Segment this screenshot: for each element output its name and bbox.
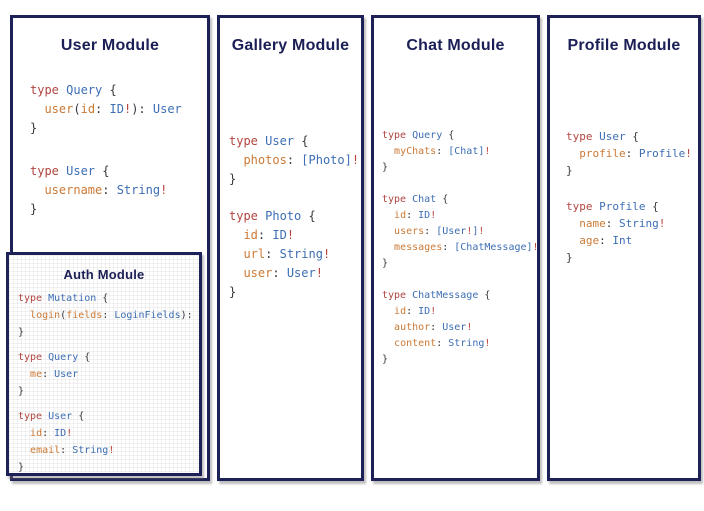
code-line: } (382, 258, 389, 269)
type-definition-block: type Query { user(id: ID!): User} (30, 81, 207, 138)
user-module-code: type Query { user(id: ID!): User}type Us… (30, 81, 207, 219)
type-definition-block: type ChatMessage { id: ID! author: User!… (382, 288, 537, 368)
auth-module-title: Auth Module (63, 267, 145, 282)
code-line: name: String! (579, 217, 666, 230)
code-line: url: String! (243, 247, 331, 261)
code-line: type Chat { (382, 194, 449, 205)
code-line: } (18, 462, 25, 473)
type-definition-block: type User { photos: [Photo]!} (229, 132, 361, 189)
code-line: age: Int (579, 234, 633, 247)
code-line: messages: [ChatMessage]! (394, 242, 539, 253)
chat-module-code: type Query { myChats: [Chat]!}type Chat … (382, 128, 537, 368)
code-line: content: String! (394, 338, 491, 349)
type-definition-block: type Photo { id: ID! url: String! user: … (229, 207, 361, 302)
profile-module-card: Profile Module type User { profile: Prof… (547, 15, 701, 481)
code-line: } (18, 327, 25, 338)
code-line: type Query { (30, 83, 117, 97)
gallery-module-title: Gallery Module (231, 37, 350, 54)
code-line: } (30, 202, 38, 216)
code-line: } (229, 172, 237, 186)
code-line: type Mutation { (18, 293, 109, 304)
code-line: author: User! (394, 322, 473, 333)
code-line: profile: Profile! (579, 147, 692, 160)
code-line: id: ID! (394, 306, 437, 317)
gallery-module-code: type User { photos: [Photo]!}type Photo … (229, 132, 361, 302)
type-definition-block: type Query { me: User} (18, 349, 199, 400)
code-line: type ChatMessage { (382, 290, 491, 301)
code-line: } (30, 121, 38, 135)
profile-module-title: Profile Module (567, 37, 681, 54)
type-definition-block: type User { id: ID! email: String!} (18, 408, 199, 473)
code-line: id: ID! (243, 228, 295, 242)
auth-module-card: Auth Module type Mutation { login(fields… (6, 252, 202, 476)
user-module-title: User Module (60, 37, 160, 54)
type-definition-block: type User { profile: Profile!} (566, 128, 698, 179)
code-line: type Photo { (229, 209, 316, 223)
type-definition-block: type User { username: String!} (30, 162, 207, 219)
code-line: users: [User!]! (394, 226, 485, 237)
code-line: photos: [Photo]! (243, 153, 360, 167)
code-line: type Profile { (566, 200, 659, 213)
code-line: user: User! (243, 266, 323, 280)
gallery-module-card: Gallery Module type User { photos: [Phot… (217, 15, 364, 481)
code-line: me: User (30, 369, 79, 380)
code-line: type User { (30, 164, 110, 178)
code-line: } (566, 164, 573, 177)
code-line: type User { (229, 134, 309, 148)
code-line: myChats: [Chat]! (394, 146, 491, 157)
code-line: } (18, 386, 25, 397)
code-line: } (566, 251, 573, 264)
code-line: user(id: ID!): User (44, 102, 182, 116)
code-line: id: ID! (30, 428, 73, 439)
code-line: } (382, 162, 389, 173)
type-definition-block: type Profile { name: String! age: Int} (566, 198, 698, 266)
code-line: username: String! (44, 183, 168, 197)
code-line: type User { (566, 130, 639, 143)
auth-module-code: type Mutation { login(fields: LoginField… (18, 290, 199, 473)
type-definition-block: type Mutation { login(fields: LoginField… (18, 290, 199, 341)
code-line: type Query { (18, 352, 91, 363)
code-line: email: String! (30, 445, 115, 456)
code-line: type User { (18, 411, 85, 422)
chat-module-card: Chat Module type Query { myChats: [Chat]… (371, 15, 540, 481)
code-line: login(fields: LoginFields): User (30, 310, 199, 321)
code-line: id: ID! (394, 210, 437, 221)
type-definition-block: type Query { myChats: [Chat]!} (382, 128, 537, 176)
type-definition-block: type Chat { id: ID! users: [User!]! mess… (382, 192, 537, 272)
chat-module-title: Chat Module (406, 37, 505, 54)
profile-module-code: type User { profile: Profile!}type Profi… (566, 128, 698, 266)
code-line: } (382, 354, 389, 365)
code-line: type Query { (382, 130, 455, 141)
code-line: } (229, 285, 237, 299)
